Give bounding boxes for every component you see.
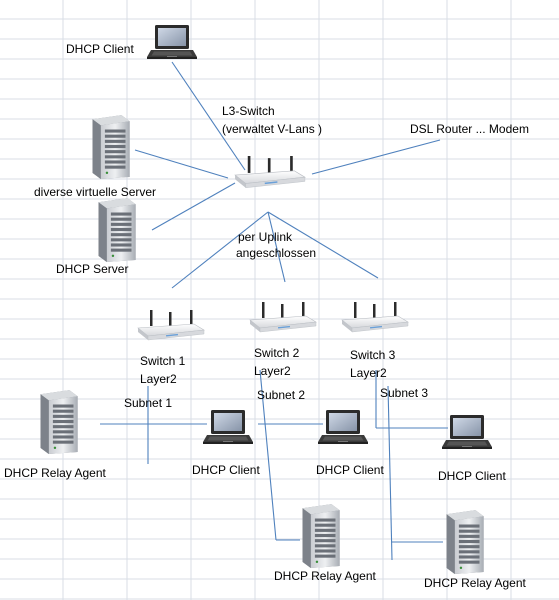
subnet3-label: Subnet 3 (380, 386, 429, 400)
laptop-icon (147, 25, 197, 59)
dhcp-client-top-label: DHCP Client (66, 42, 134, 56)
uplink-label-line1: per Uplink (238, 230, 293, 244)
client-subnet1-label: DHCP Client (192, 463, 260, 477)
laptop-icon (318, 410, 368, 444)
switch3-name: Switch 3 (350, 348, 396, 362)
virtual-servers-label: diverse virtuelle Server (34, 185, 157, 199)
l3-switch-label: L3-Switch (222, 104, 275, 118)
uplink-label-line2: angeschlossen (236, 246, 317, 260)
switch2-name: Switch 2 (254, 346, 300, 360)
switch2-layer: Layer2 (254, 364, 291, 378)
server-tower-icon (40, 390, 78, 454)
switch1-layer: Layer2 (140, 372, 177, 386)
subnet1-label: Subnet 1 (124, 396, 173, 410)
subnet2-label: Subnet 2 (257, 388, 306, 402)
switch1-name: Switch 1 (140, 354, 186, 368)
server-tower-icon (98, 198, 136, 262)
dsl-router-label: DSL Router ... Modem (410, 122, 529, 136)
server-tower-icon (302, 504, 340, 568)
link-lines (100, 61, 448, 561)
relay-agent-subnet2-label: DHCP Relay Agent (274, 569, 376, 583)
laptop-icon (203, 410, 253, 444)
switch3-layer: Layer2 (350, 366, 387, 380)
l3-switch-note: (verwaltet V-Lans ) (222, 122, 323, 136)
client-subnet3-label: DHCP Client (438, 469, 506, 483)
client-subnet2-label: DHCP Client (316, 463, 384, 477)
dhcp-server-label: DHCP Server (56, 262, 129, 276)
relay-agent-left-label: DHCP Relay Agent (4, 466, 106, 480)
wireless-router-icon (341, 302, 409, 333)
server-tower-icon (92, 115, 130, 179)
server-tower-icon (446, 510, 484, 574)
wireless-router-icon (249, 302, 317, 333)
relay-agent-subnet3-label: DHCP Relay Agent (424, 576, 526, 590)
wireless-router-icon (234, 156, 306, 189)
wireless-router-icon (137, 310, 205, 341)
laptop-icon (442, 415, 492, 449)
